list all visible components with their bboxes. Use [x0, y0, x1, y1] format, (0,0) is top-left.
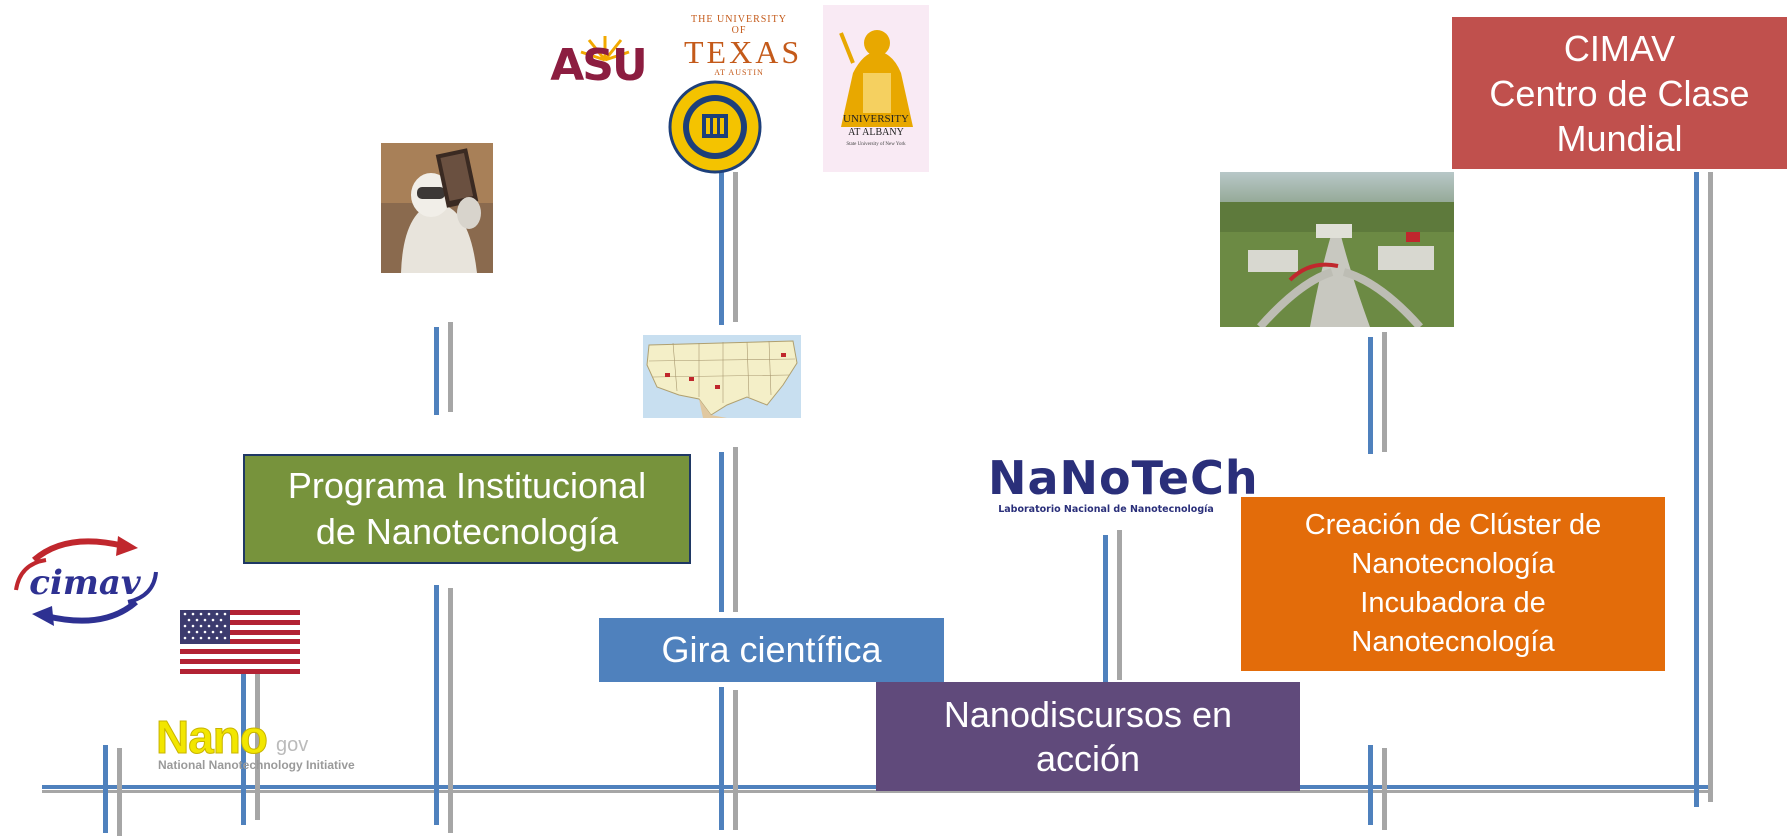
- cluster-line1: Creación de Clúster de: [1304, 509, 1602, 541]
- cimav-centro-line1: CIMAV: [1563, 27, 1676, 69]
- cimav-centro-line2: Centro de Clase: [1489, 72, 1750, 114]
- programa-institucional-box: Programa Institucional de Nanotecnología: [243, 454, 691, 564]
- cimav-logo: cimav: [6, 530, 164, 632]
- cimav-centro-box: CIMAV Centro de Clase Mundial: [1452, 17, 1787, 169]
- nanotech-logo: NaNoTeCh Laboratorio Nacional de Nanotec…: [988, 451, 1259, 522]
- albany-line3: State University of New York: [846, 142, 906, 147]
- cimav-logo-text: cimav: [29, 563, 142, 603]
- nanodiscursos-line1: Nanodiscursos en: [943, 693, 1233, 735]
- programa-line2: de Nanotecnología: [315, 511, 619, 552]
- gira-label: Gira científica: [661, 629, 882, 670]
- cluster-box: Creación de Clúster de Nanotecnología In…: [1241, 497, 1665, 671]
- cimav-centro-line3: Mundial: [1556, 117, 1683, 159]
- timeline-axis-shadow: [42, 790, 1712, 793]
- nanodiscursos-line2: acción: [1035, 737, 1141, 779]
- uc-irvine-seal-icon: [668, 80, 762, 174]
- texas-logo: THE UNIVERSITY OF TEXAS AT AUSTIN: [684, 14, 803, 77]
- cluster-line2: Nanotecnología: [1351, 548, 1555, 580]
- albany-line2: AT ALBANY: [848, 127, 904, 138]
- nanotech-sub: Laboratorio Nacional de Nanotecnología: [998, 504, 1214, 515]
- nanodiscursos-box: Nanodiscursos en acción: [876, 682, 1300, 791]
- texas-top: THE UNIVERSITY OF: [691, 14, 787, 36]
- nano-gov-sub: National Nanotechnology Initiative: [158, 758, 355, 772]
- albany-logo: UNIVERSITY AT ALBANY State University of…: [823, 5, 929, 172]
- asu-logo: ASU: [535, 36, 665, 91]
- albany-line1: UNIVERSITY: [843, 113, 909, 125]
- nano-gov-suffix: gov: [276, 734, 309, 756]
- texas-main: TEXAS: [684, 34, 803, 70]
- cluster-line4: Nanotecnología: [1351, 626, 1555, 658]
- asu-logo-text: ASU: [550, 40, 645, 86]
- nanotech-main: NaNoTeCh: [988, 451, 1259, 505]
- usa-map-icon: [643, 335, 801, 418]
- nano-gov-logo: Nano gov National Nanotechnology Initiat…: [156, 710, 376, 774]
- researcher-photo: [381, 143, 493, 273]
- gira-cientifica-box: Gira científica: [599, 618, 944, 682]
- campus-aerial-photo: [1220, 172, 1454, 327]
- cluster-line3: Incubadora de: [1360, 587, 1546, 619]
- nano-gov-main: Nano: [156, 711, 269, 764]
- programa-line1: Programa Institucional: [287, 465, 647, 506]
- texas-bottom: AT AUSTIN: [714, 68, 764, 77]
- us-flag-icon: [180, 610, 300, 674]
